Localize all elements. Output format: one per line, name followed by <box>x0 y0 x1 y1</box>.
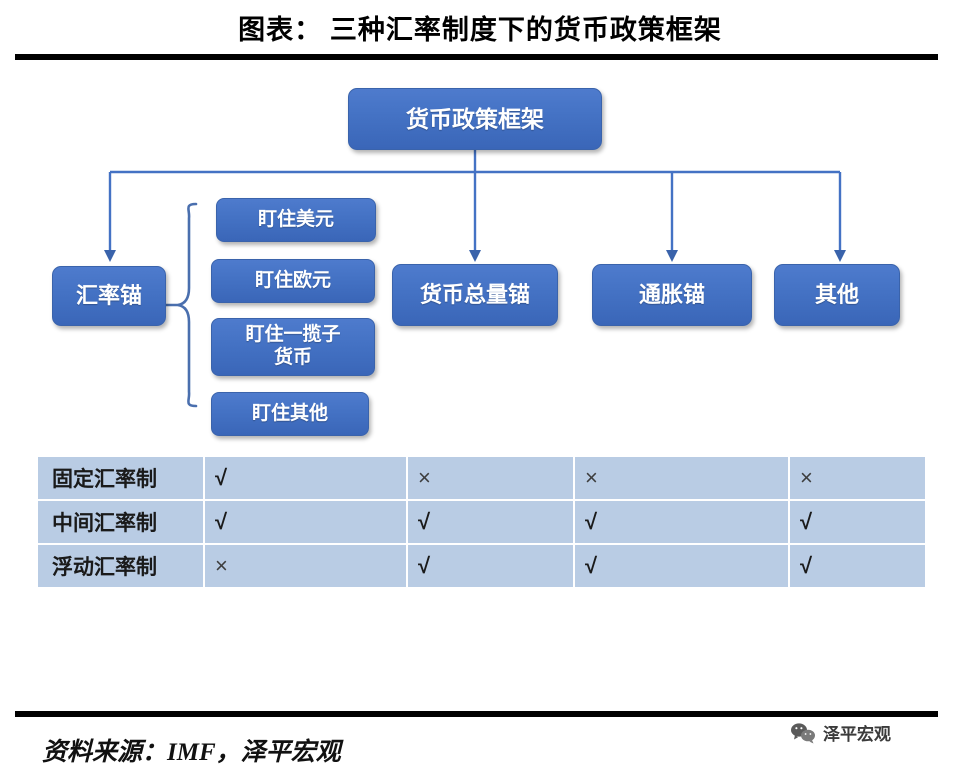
row-label: 固定汇率制 <box>38 457 205 501</box>
exchange-rate-regime-table: 固定汇率制 √ × × × 中间汇率制 √ √ √ √ 浮动汇率制 × √ √ … <box>38 457 925 587</box>
cell-inflation: √ <box>575 501 790 545</box>
mark: √ <box>215 465 228 490</box>
cell-money-aggregate: √ <box>408 545 575 587</box>
footer-divider <box>15 711 938 717</box>
cell-other: √ <box>790 501 925 545</box>
subnode-peg-basket[interactable]: 盯住一揽子 货币 <box>211 318 375 376</box>
cell-fx-anchor: √ <box>205 457 408 501</box>
cell-fx-anchor: √ <box>205 501 408 545</box>
mark: √ <box>800 553 813 578</box>
cell-inflation: × <box>575 457 790 501</box>
cell-fx-anchor: × <box>205 545 408 587</box>
node-exchange-rate-anchor[interactable]: 汇率锚 <box>52 266 166 326</box>
cell-other: × <box>790 457 925 501</box>
brand-watermark: 泽平宏观 <box>790 720 891 745</box>
mark: √ <box>215 509 228 534</box>
table-body: 固定汇率制 √ × × × 中间汇率制 √ √ √ √ 浮动汇率制 × √ √ … <box>38 457 925 587</box>
source-note: 资料来源：IMF，泽平宏观 <box>42 739 341 766</box>
table-row: 中间汇率制 √ √ √ √ <box>38 501 925 545</box>
page-title: 图表： 三种汇率制度下的货币政策框架 <box>238 15 722 45</box>
cell-other: √ <box>790 545 925 587</box>
table-row: 固定汇率制 √ × × × <box>38 457 925 501</box>
cell-money-aggregate: √ <box>408 501 575 545</box>
mark: × <box>800 465 813 490</box>
mark: × <box>418 465 431 490</box>
subnode-peg-eur[interactable]: 盯住欧元 <box>211 259 375 303</box>
mark: × <box>215 553 228 578</box>
cell-money-aggregate: × <box>408 457 575 501</box>
subnode-peg-other[interactable]: 盯住其他 <box>211 392 369 436</box>
row-label: 浮动汇率制 <box>38 545 205 587</box>
title-divider <box>15 54 938 60</box>
curly-brace <box>164 202 198 408</box>
mark: √ <box>585 509 598 534</box>
node-monetary-policy-framework[interactable]: 货币政策框架 <box>348 88 602 150</box>
mark: √ <box>418 509 431 534</box>
mark: √ <box>800 509 813 534</box>
wechat-icon <box>791 722 815 743</box>
node-other-anchor[interactable]: 其他 <box>774 264 900 326</box>
table-row: 浮动汇率制 × √ √ √ <box>38 545 925 587</box>
mark: × <box>585 465 598 490</box>
monetary-policy-framework-diagram: 货币政策框架 汇率锚 货币总量锚 通胀锚 其他 盯住美元 盯住欧元 盯住一揽子 … <box>0 60 960 450</box>
row-label: 中间汇率制 <box>38 501 205 545</box>
mark: √ <box>418 553 431 578</box>
brand-label: 泽平宏观 <box>823 725 891 744</box>
mark: √ <box>585 553 598 578</box>
cell-inflation: √ <box>575 545 790 587</box>
node-money-aggregate-anchor[interactable]: 货币总量锚 <box>392 264 558 326</box>
subnode-peg-usd[interactable]: 盯住美元 <box>216 198 376 242</box>
node-inflation-anchor[interactable]: 通胀锚 <box>592 264 752 326</box>
